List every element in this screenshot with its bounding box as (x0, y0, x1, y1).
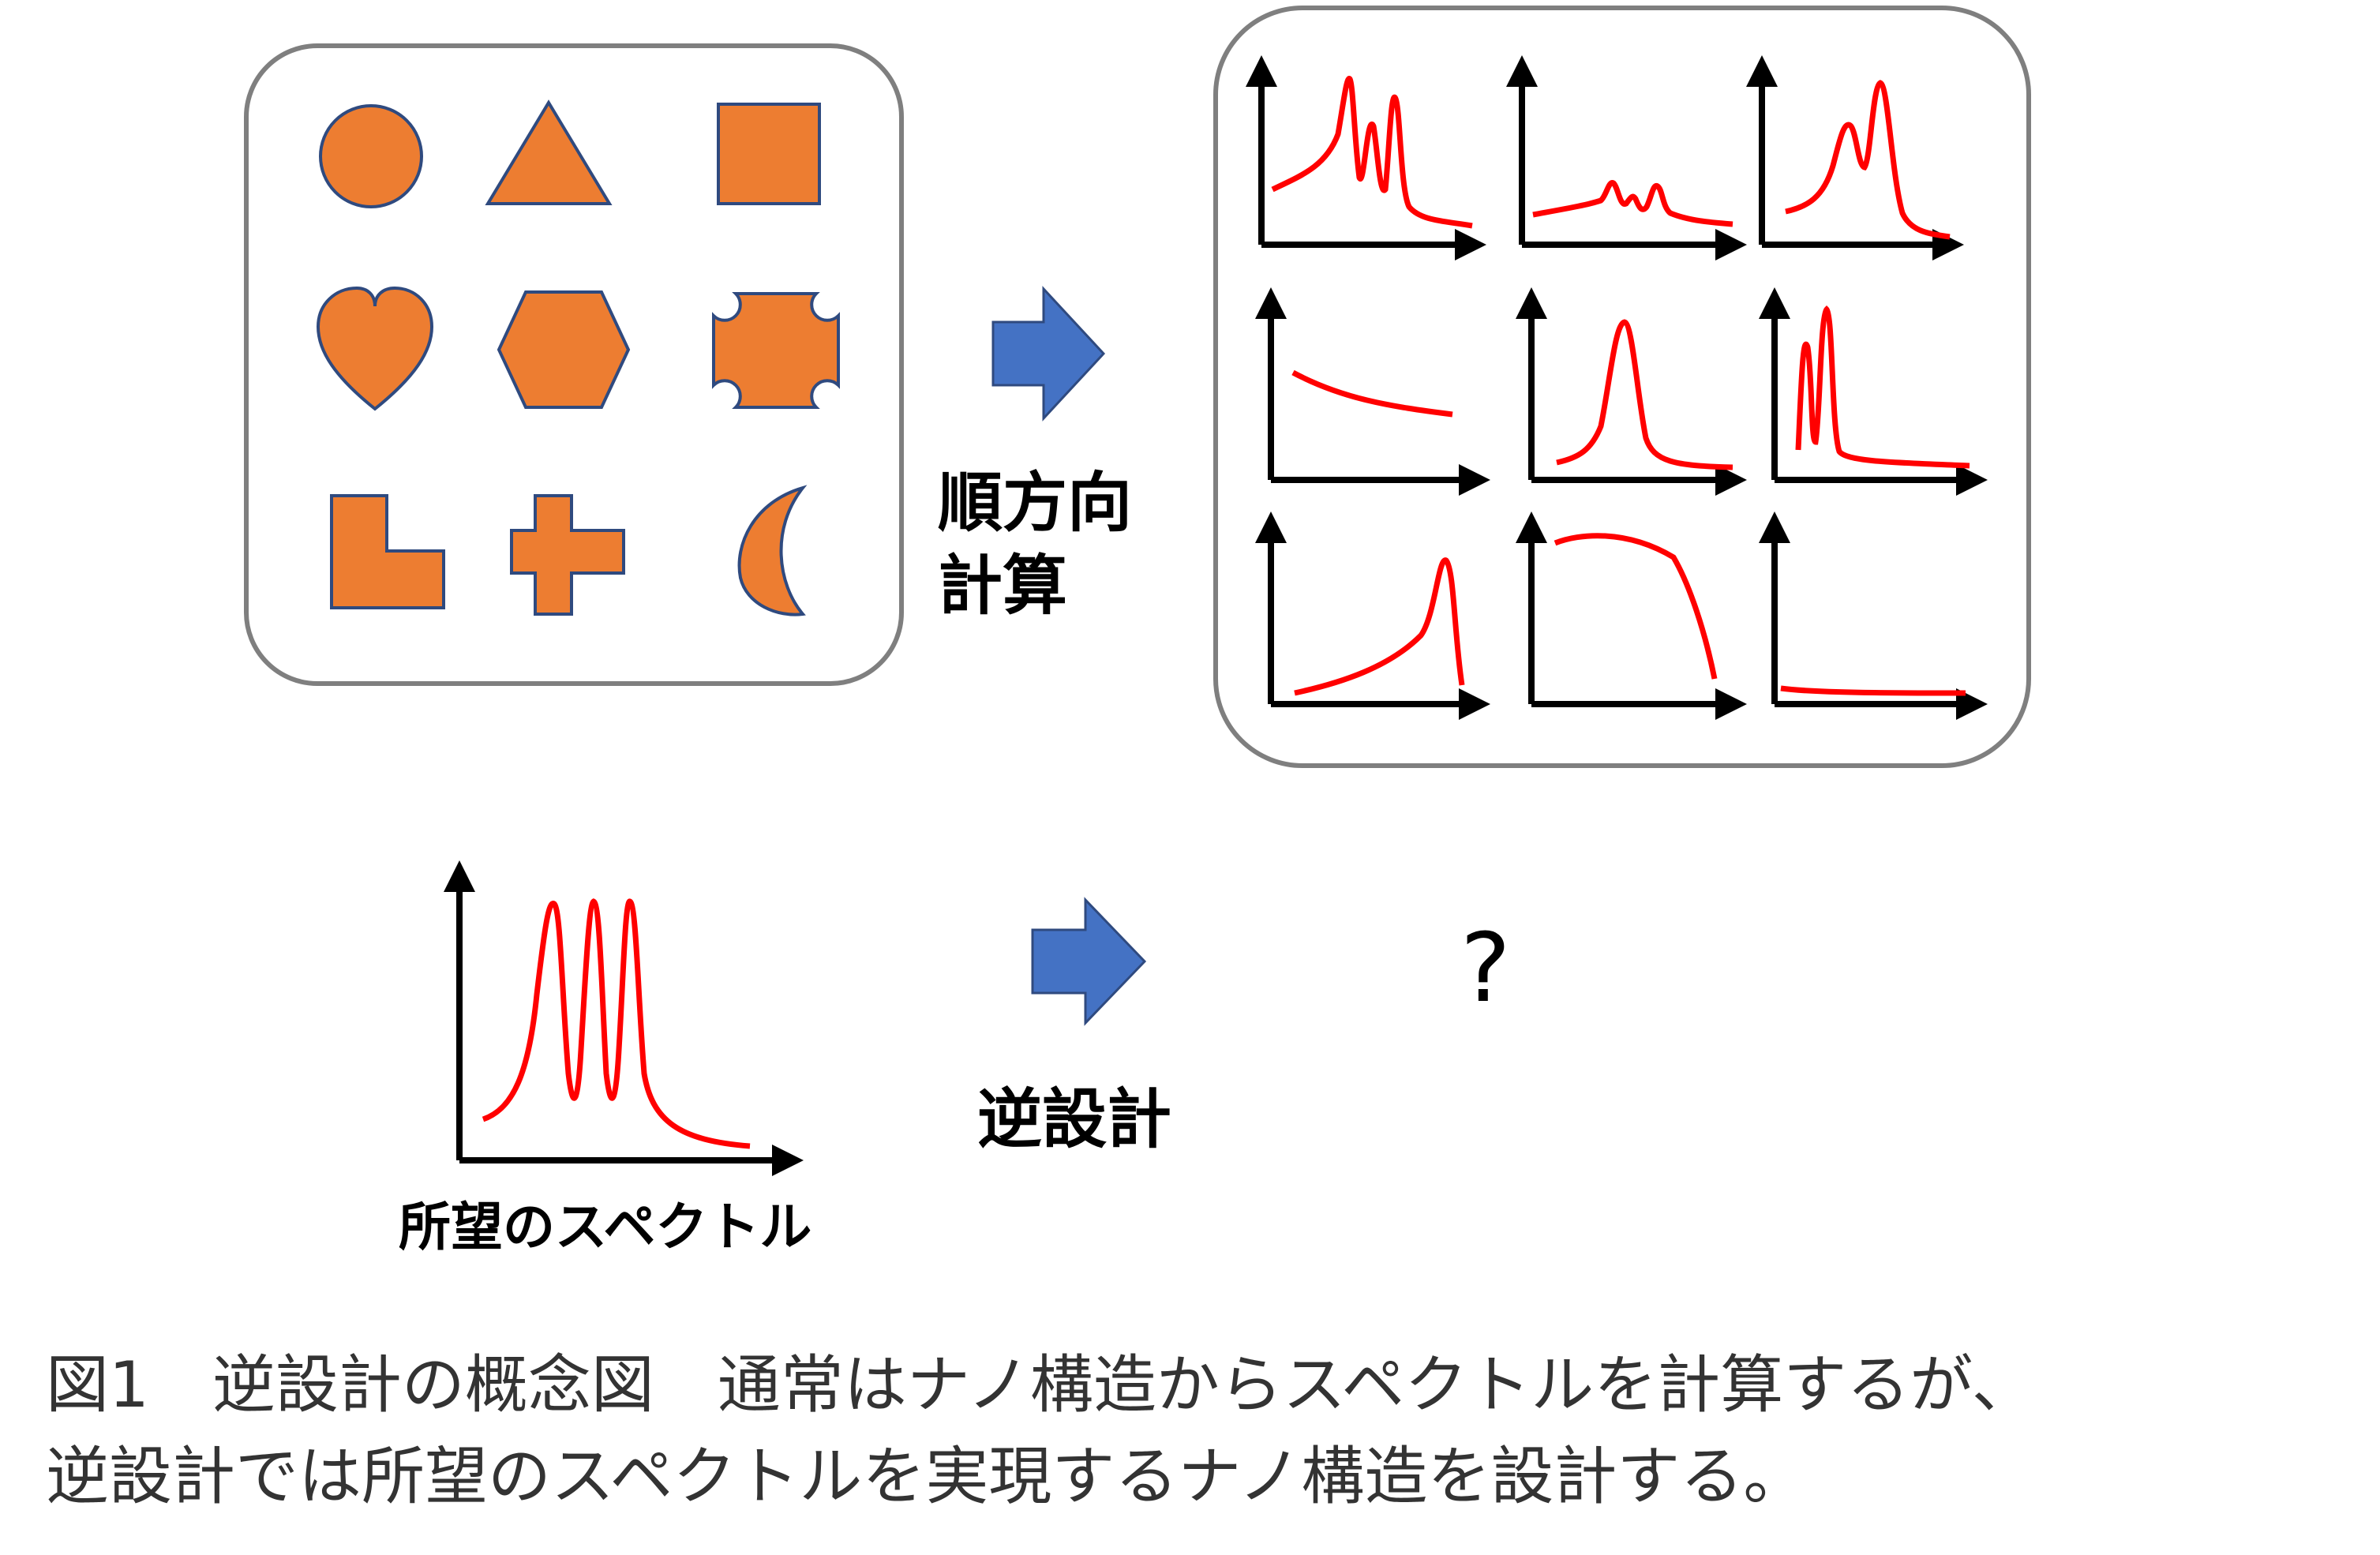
inverse-label: 逆設計 (977, 1082, 1171, 1157)
desired-spectrum-label: 所望のスペクトル (399, 1197, 811, 1257)
caption-line-2: 逆設計では所望のスペクトルを実現するナノ構造を設計する。 (46, 1440, 1806, 1513)
spectrum-plot-9 (1759, 511, 1988, 720)
circle-icon (319, 104, 423, 208)
inverse-arrow (1031, 897, 1147, 1026)
crescent-icon (737, 485, 808, 616)
spectrum-plot-2 (1506, 55, 1747, 260)
spectrum-plot-8 (1516, 511, 1747, 720)
l-shape-icon (330, 494, 445, 609)
heart-icon (316, 286, 434, 411)
spectrum-plot-7 (1255, 511, 1490, 720)
forward-arrow (991, 286, 1106, 422)
spectrum-plot-1 (1246, 55, 1486, 260)
forward-label-line1: 順方向 (938, 466, 1132, 541)
spectrum-plot-6 (1759, 287, 1988, 496)
spectrum-plot-4 (1255, 287, 1490, 496)
spectrum-plot-3 (1746, 55, 1964, 260)
unknown-structure-mark: ? (1460, 914, 1511, 1024)
hexagon-icon (497, 290, 631, 409)
spectrum-plot-5 (1516, 287, 1747, 496)
notched-square-icon (712, 292, 840, 409)
desired-spectrum-plot (444, 860, 804, 1176)
triangle-icon (485, 99, 613, 205)
nanostructure-panel (244, 43, 904, 686)
square-icon (717, 103, 821, 205)
caption-line-1: 図1 逆設計の概念図 通常はナノ構造からスペクトルを計算するが、 (46, 1348, 2035, 1422)
cross-icon (510, 494, 625, 616)
forward-label-line2: 計算 (938, 549, 1067, 624)
spectra-panel (1213, 6, 2031, 768)
